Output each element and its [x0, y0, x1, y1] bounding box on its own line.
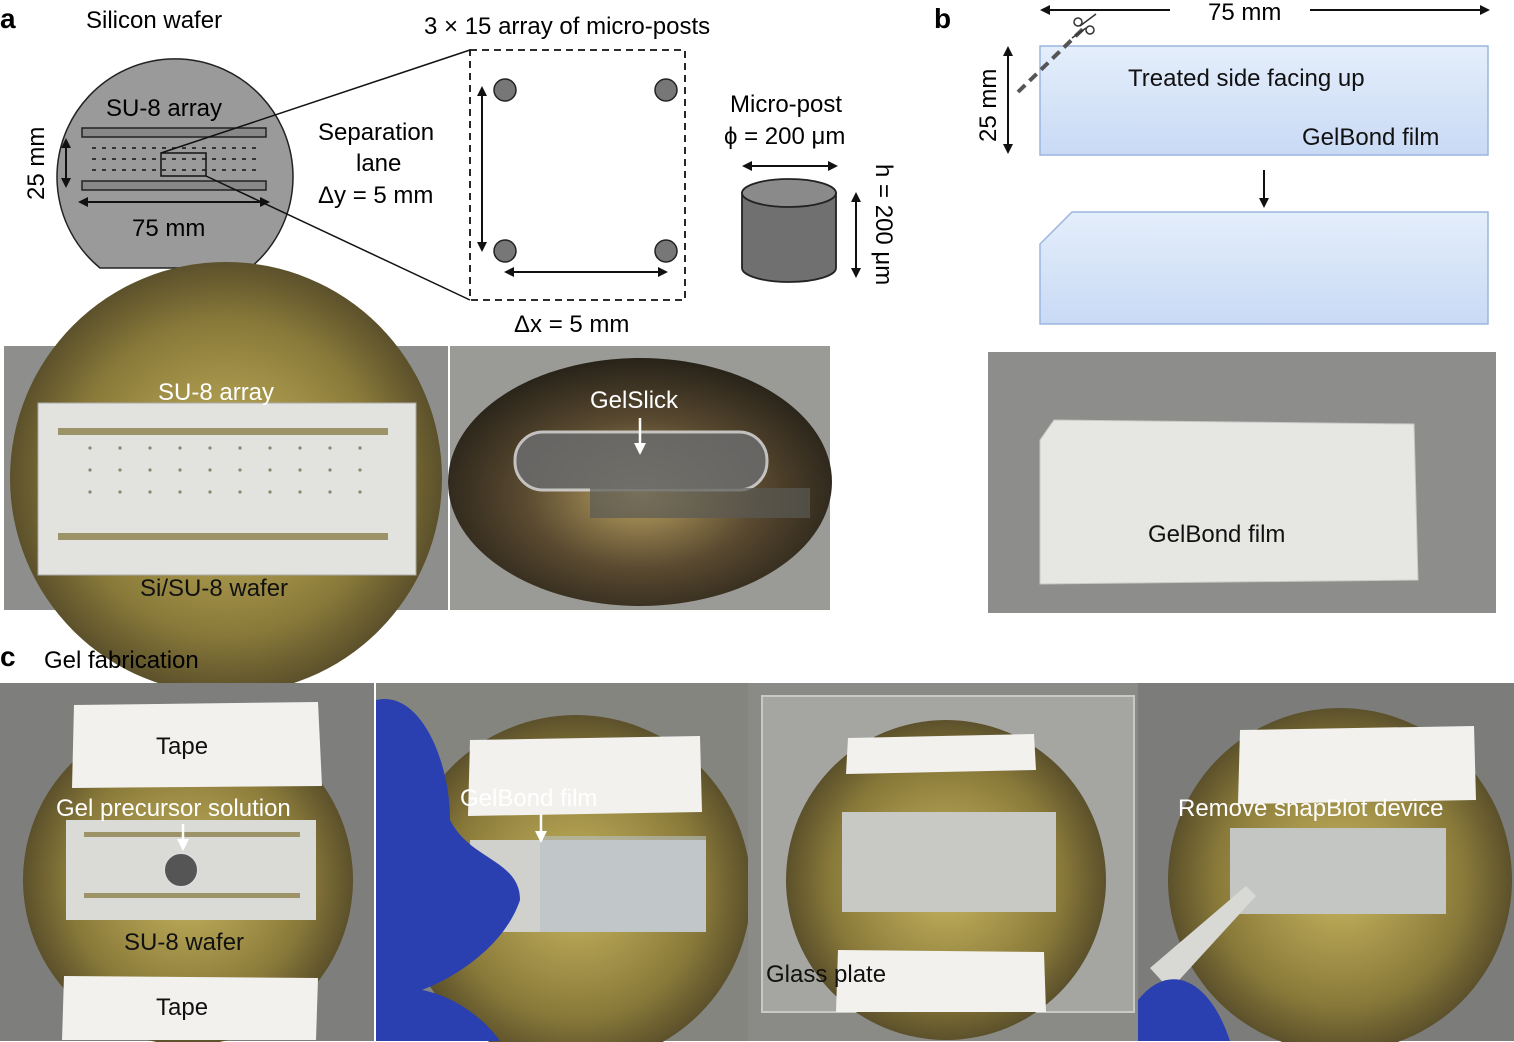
photo-gel-precursor — [0, 683, 374, 1042]
wafer-dim-25: 25 mm — [23, 127, 50, 200]
micropost-circle — [654, 78, 678, 102]
photo-gelbond-film — [988, 352, 1496, 613]
photo-glass-plate — [748, 683, 1138, 1041]
photo2-gelslick-label: GelSlick — [590, 387, 679, 414]
su8-wafer-label: SU-8 wafer — [124, 929, 244, 956]
gelbond-film-cut — [1039, 211, 1489, 325]
gelbond-film-photo-label: GelBond film — [460, 785, 597, 812]
photo-remove-device — [1138, 683, 1514, 1042]
wafer-dim-75: 75 mm — [132, 215, 205, 242]
micropost-circle — [493, 78, 517, 102]
tape-top-label: Tape — [156, 733, 208, 760]
photo1-su8-label: SU-8 array — [158, 379, 274, 406]
su8-bar-top — [81, 127, 267, 138]
su8-bar-bottom — [81, 180, 267, 191]
micropost-circle — [493, 239, 517, 263]
sep-lane-line1: Separation — [318, 119, 434, 146]
panel-a-letter: a — [0, 3, 16, 34]
zoom-box — [160, 152, 207, 177]
sep-lane-dy: Δy = 5 mm — [318, 182, 433, 209]
zoom-line-top — [160, 49, 471, 154]
remove-device-label: Remove snapBlot device — [1178, 795, 1443, 822]
micropost-cylinder — [741, 178, 837, 283]
photo3-film-label: GelBond film — [1148, 521, 1285, 548]
film-dim-75: 75 mm — [1208, 0, 1281, 26]
treated-side-label: Treated side facing up — [1128, 65, 1365, 92]
silicon-wafer — [56, 58, 294, 269]
micropost-title: Micro-post — [730, 91, 842, 118]
dx-label: Δx = 5 mm — [514, 311, 629, 338]
photo1-wafer-label: Si/SU-8 wafer — [140, 575, 288, 602]
zoom-line-bottom — [205, 175, 471, 301]
film-dim-25: 25 mm — [975, 69, 1002, 142]
wafer-title: Silicon wafer — [86, 7, 222, 34]
gel-precursor-label: Gel precursor solution — [56, 795, 291, 822]
tape-bottom-label: Tape — [156, 994, 208, 1021]
gel-fabrication-title: Gel fabrication — [44, 647, 199, 674]
array-title: 3 × 15 array of micro-posts — [424, 13, 710, 40]
array-detail-box — [469, 49, 686, 301]
sep-lane-line2: lane — [356, 150, 401, 177]
micropost-dot-rows — [92, 147, 262, 171]
photo-gelbond-apply — [376, 683, 751, 1042]
panel-b-letter: b — [934, 3, 951, 34]
su8-array-label: SU-8 array — [106, 95, 222, 122]
micropost-diameter: ϕ = 200 μm — [724, 123, 845, 150]
gelbond-film-uncut — [1039, 45, 1489, 156]
micropost-circle — [654, 239, 678, 263]
film-label-diagram: GelBond film — [1302, 124, 1439, 151]
scissors-icon — [1071, 13, 1097, 39]
photo-gelslick — [448, 346, 832, 610]
micropost-height: h = 200 μm — [870, 164, 897, 285]
panel-c-letter: c — [0, 641, 16, 672]
photo-wafer-su8 — [4, 262, 448, 694]
glass-plate-label: Glass plate — [766, 961, 886, 988]
